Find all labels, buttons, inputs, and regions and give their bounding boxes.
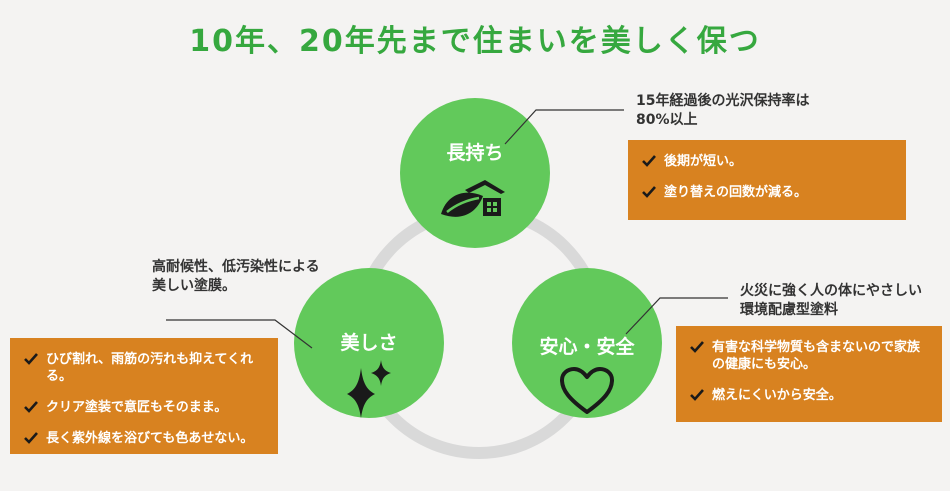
check-icon bbox=[24, 401, 38, 413]
check-icon bbox=[24, 353, 38, 365]
box-safety: 有害な科学物質も含まないので家族の健康にも安心。 燃えにくいから安全。 bbox=[676, 326, 942, 422]
note-gloss-retention: 15年経過後の光沢保持率は 80%以上 bbox=[636, 93, 810, 128]
list-item: クリア塗装で意匠もそのまま。 bbox=[24, 399, 264, 416]
box-durability: 後期が短い。 塗り替えの回数が減る。 bbox=[628, 140, 906, 220]
heart-icon bbox=[560, 367, 614, 414]
circle-durability: 長持ち bbox=[400, 98, 550, 248]
page-title: 10年、20年先まで住まいを美しく保つ bbox=[189, 24, 761, 59]
check-icon bbox=[24, 432, 38, 444]
list-item: 有害な科学物質も含まないので家族の健康にも安心。 bbox=[690, 339, 928, 373]
sparkle-icon bbox=[347, 360, 391, 418]
note-safety: 火災に強く人の体にやさしい 環境配慮型塗料 bbox=[740, 283, 922, 318]
list-item: 後期が短い。 bbox=[642, 153, 892, 170]
check-icon bbox=[642, 186, 656, 198]
note-beauty: 高耐候性、低汚染性による 美しい塗膜。 bbox=[152, 259, 320, 294]
house-leaf-icon bbox=[441, 180, 505, 217]
check-icon bbox=[690, 389, 704, 401]
circle-beauty-label: 美しさ bbox=[340, 332, 398, 354]
check-icon bbox=[690, 341, 704, 353]
list-item: 長く紫外線を浴びても色あせない。 bbox=[24, 430, 264, 447]
list-item: ひび割れ、雨筋の汚れも抑えてくれる。 bbox=[24, 351, 264, 385]
list-item: 塗り替えの回数が減る。 bbox=[642, 184, 892, 201]
circle-beauty: 美しさ bbox=[294, 268, 444, 418]
list-item: 燃えにくいから安全。 bbox=[690, 387, 928, 404]
circle-safety-label: 安心・安全 bbox=[539, 336, 635, 358]
circle-durability-label: 長持ち bbox=[446, 142, 504, 164]
box-beauty: ひび割れ、雨筋の汚れも抑えてくれる。 クリア塗装で意匠もそのまま。 長く紫外線を… bbox=[10, 338, 278, 454]
check-icon bbox=[642, 155, 656, 167]
circle-safety: 安心・安全 bbox=[512, 268, 662, 418]
